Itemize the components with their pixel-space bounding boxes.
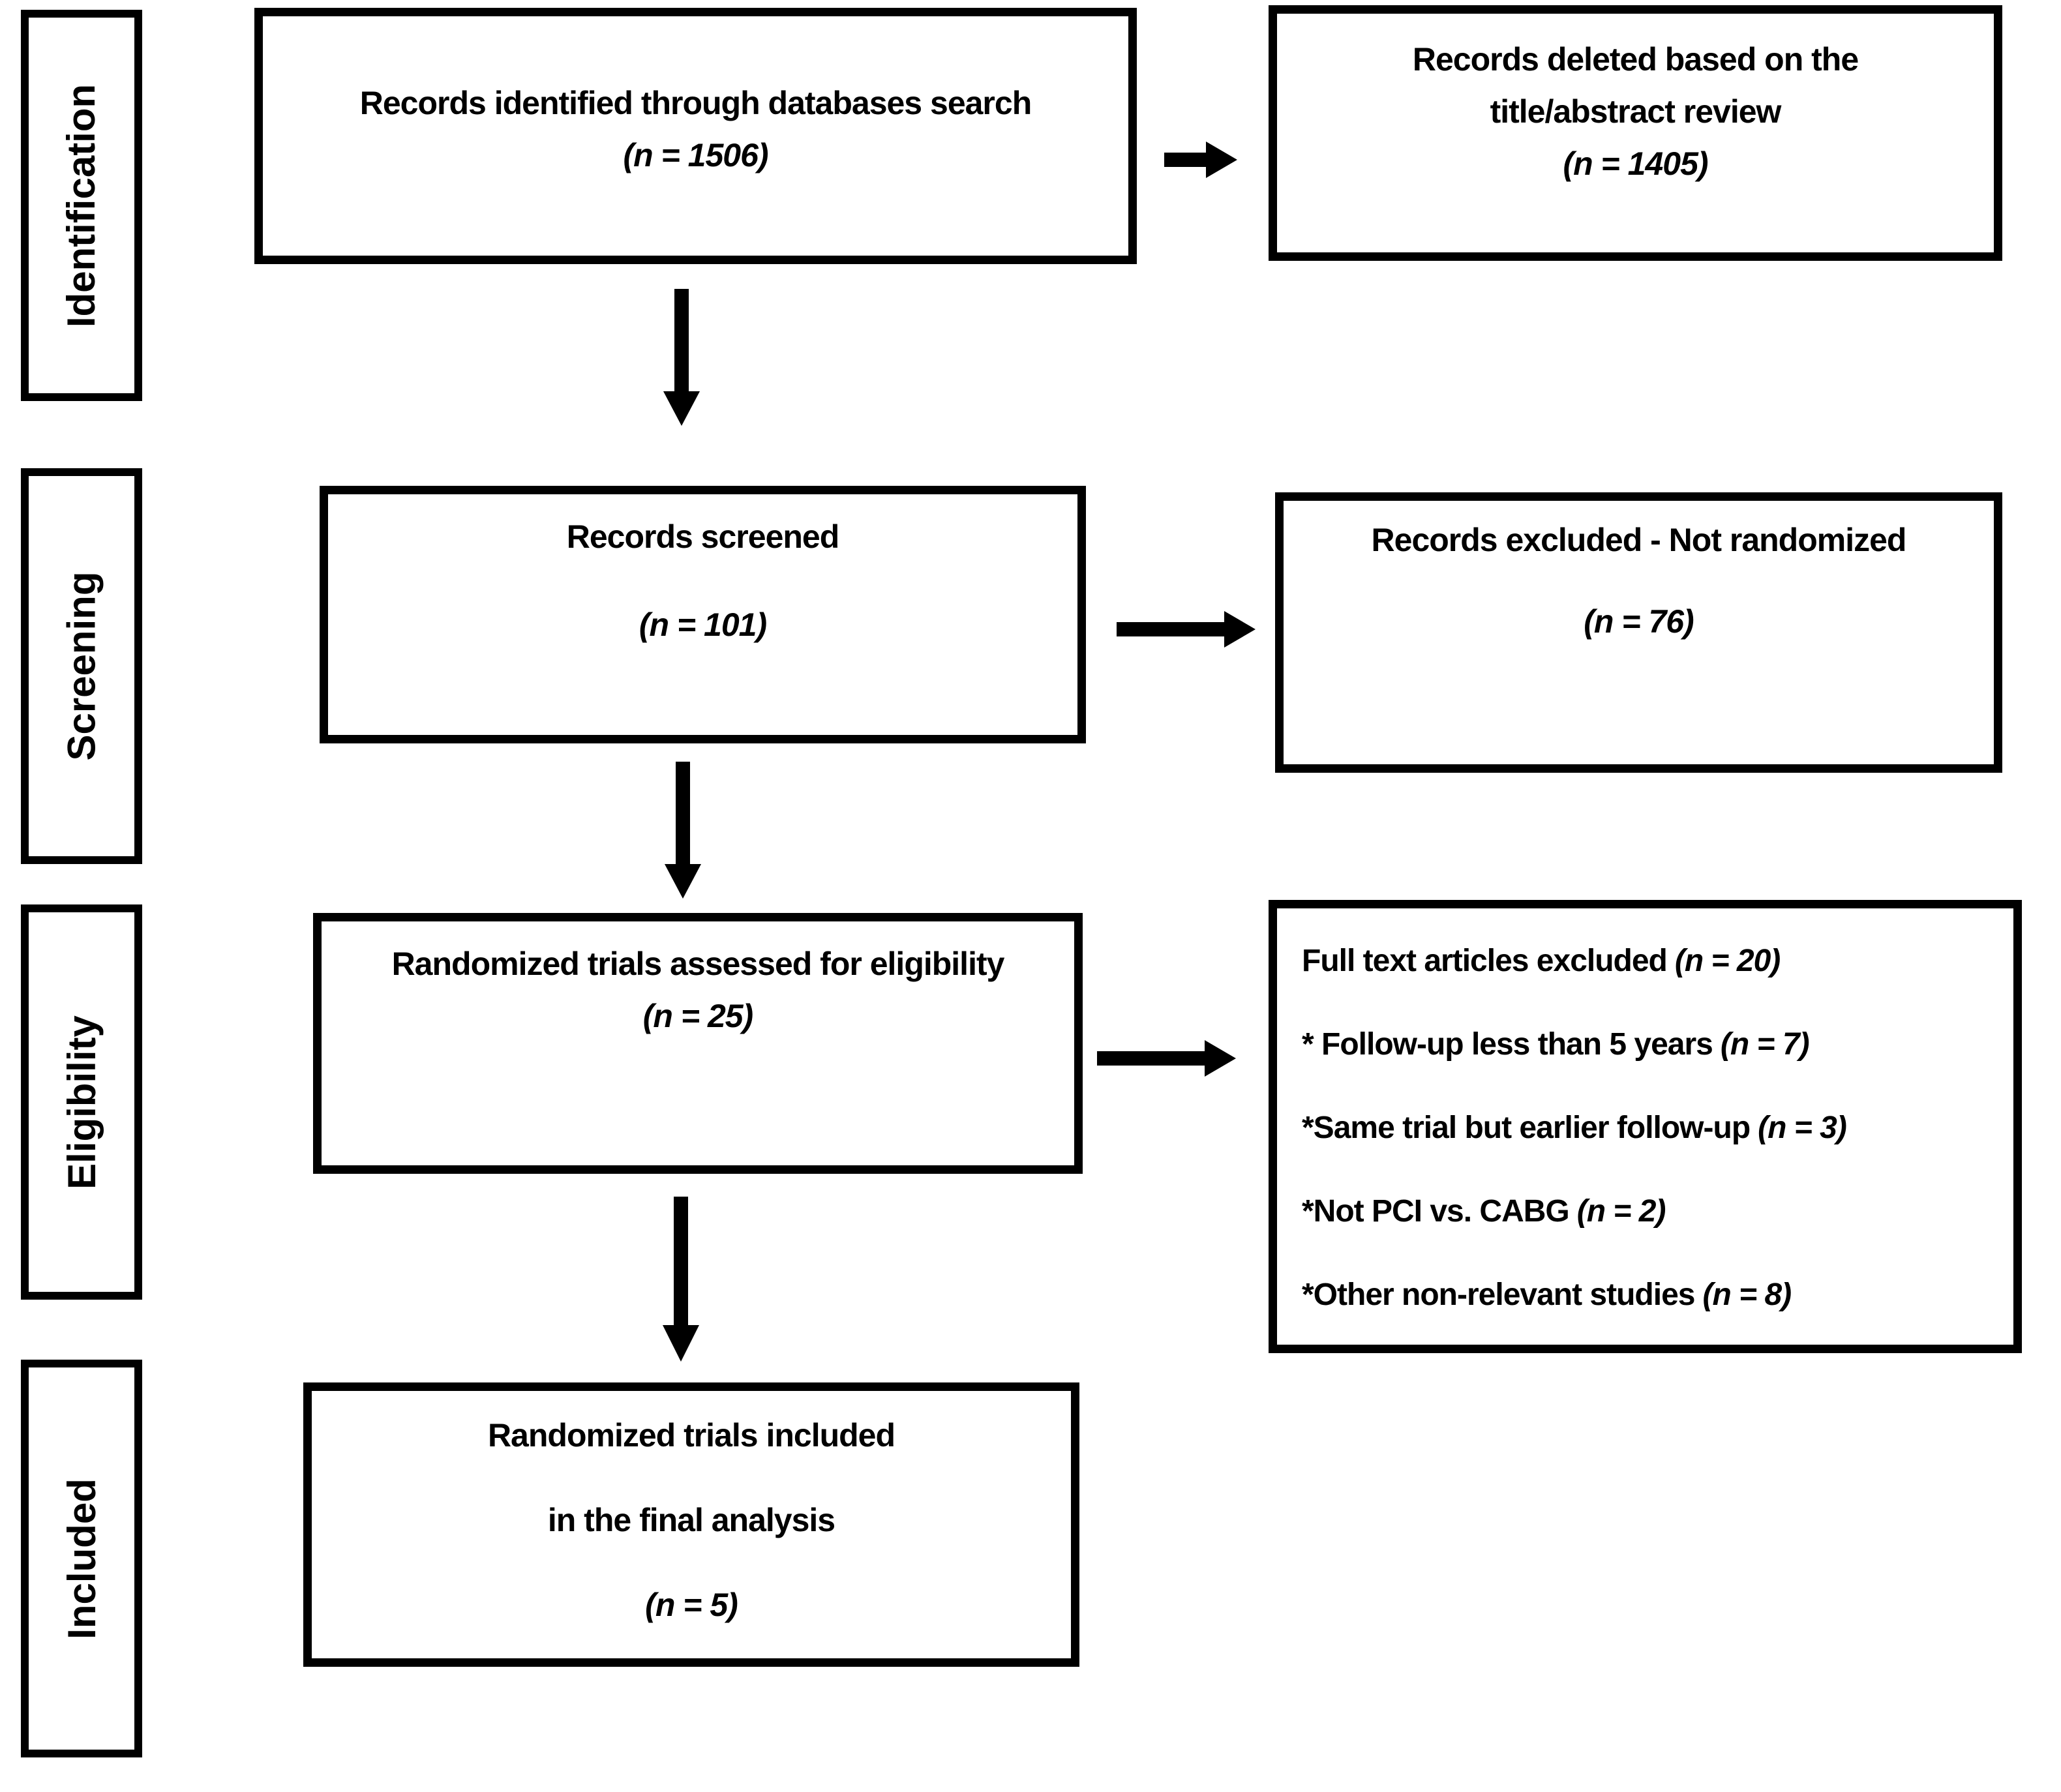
arrow-right-icon [1117,611,1256,648]
arrow-shaft [674,289,689,393]
box-records-identified: Records identified through databases sea… [254,8,1137,264]
exclusion-reason-row: *Other non-relevant studies(n = 8) [1302,1276,1792,1314]
exclusion-reason-row: * Follow-up less than 5 years(n = 7) [1302,1026,1810,1064]
arrow-head [663,391,700,426]
exclusion-reason-row: *Same trial but earlier follow-up(n = 3) [1302,1109,1847,1147]
exclusion-reason-count: (n = 2) [1576,1194,1666,1229]
box-records-deleted-count: (n = 1405) [1563,145,1708,182]
stage-label-eligibility: Eligibility [59,1015,104,1189]
exclusion-reason-text: * Follow-up less than 5 years [1302,1027,1713,1062]
fulltext-excluded-title: Full text articles excluded [1302,944,1668,978]
arrow-shaft [1097,1051,1207,1066]
box-trials-assessed-title: Randomized trials assessed for eligibili… [391,946,1005,982]
box-trials-included: Randomized trials included in the final … [303,1382,1079,1667]
arrow-down-icon [663,289,700,426]
box-fulltext-excluded: Full text articles excluded(n = 20) * Fo… [1269,900,2022,1353]
arrow-head [1206,142,1237,178]
stage-label-included: Included [59,1478,104,1639]
box-trials-assessed: Randomized trials assessed for eligibili… [313,913,1083,1174]
box-records-identified-count: (n = 1506) [623,136,768,173]
box-records-identified-title: Records identified through databases sea… [359,84,1032,121]
box-trials-included-line2: in the final analysis [547,1502,835,1538]
fulltext-excluded-title-line: Full text articles excluded(n = 20) [1302,942,1781,980]
arrow-down-icon [665,762,701,899]
arrow-shaft [674,1197,688,1327]
arrow-shaft [1164,153,1209,167]
box-records-screened-count: (n = 101) [639,606,767,643]
box-records-deleted-line2: title/abstract review [1490,93,1782,130]
arrow-right-icon [1164,142,1237,178]
box-records-deleted-line1: Records deleted based on the [1412,41,1859,78]
box-trials-assessed-count: (n = 25) [642,998,753,1034]
stage-label-identification: Identification [59,83,104,327]
arrow-right-icon [1097,1040,1236,1077]
exclusion-reason-text: *Other non-relevant studies [1302,1277,1695,1312]
box-trials-included-line1: Randomized trials included [487,1417,895,1454]
stage-box-screening: Screening [21,468,142,864]
fulltext-excluded-title-count: (n = 20) [1674,944,1781,978]
stage-label-screening: Screening [59,571,104,761]
exclusion-reason-count: (n = 7) [1720,1027,1810,1062]
stage-box-included: Included [21,1360,142,1757]
arrow-head [663,1325,699,1362]
arrow-down-icon [663,1197,699,1362]
arrow-head [1224,611,1256,648]
arrow-head [1205,1040,1236,1077]
exclusion-reason-text: *Not PCI vs. CABG [1302,1194,1570,1229]
arrow-shaft [1117,622,1226,636]
box-records-excluded-count: (n = 76) [1584,603,1694,640]
exclusion-reason-count: (n = 3) [1758,1111,1847,1145]
stage-box-eligibility: Eligibility [21,904,142,1300]
box-records-deleted: Records deleted based on the title/abstr… [1269,5,2002,261]
exclusion-reason-count: (n = 8) [1702,1277,1792,1312]
arrow-shaft [676,762,690,866]
box-records-excluded-title: Records excluded - Not randomized [1371,522,1907,558]
exclusion-reason-text: *Same trial but earlier follow-up [1302,1111,1751,1145]
exclusion-reason-row: *Not PCI vs. CABG(n = 2) [1302,1193,1666,1231]
box-records-excluded: Records excluded - Not randomized (n = 7… [1275,492,2002,773]
stage-box-identification: Identification [21,10,142,401]
arrow-head [665,864,701,899]
box-records-screened: Records screened (n = 101) [320,486,1086,743]
box-trials-included-count: (n = 5) [645,1587,738,1623]
box-records-screened-title: Records screened [566,518,840,555]
